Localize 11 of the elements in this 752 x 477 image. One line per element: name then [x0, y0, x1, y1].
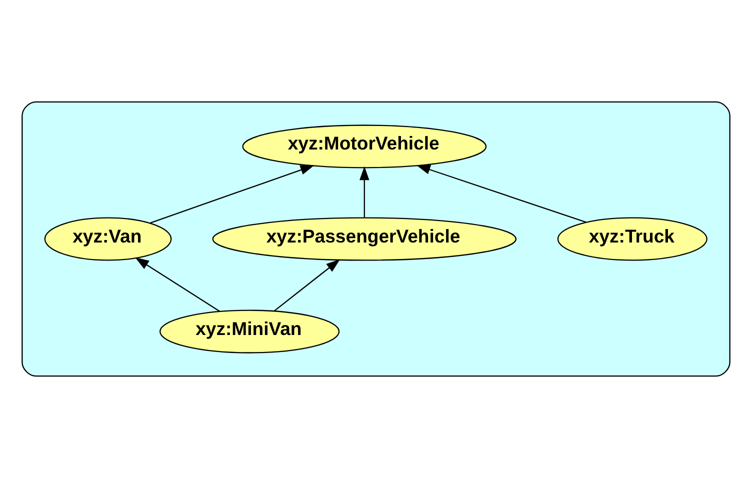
node-ellipse: xyz:MotorVehicle [242, 124, 487, 168]
node-ellipse: xyz:Truck [557, 216, 708, 260]
cluster [22, 100, 730, 376]
arrow [360, 166, 370, 217]
node-ellipse: xyz:PassengerVehicle [212, 216, 517, 260]
arrow [274, 258, 340, 311]
arrow [135, 256, 220, 312]
arrow [150, 164, 314, 223]
node-ellipse: xyz:MiniVan [159, 309, 340, 353]
arrow [416, 164, 586, 222]
node-ellipse: xyz:Van [44, 216, 172, 260]
